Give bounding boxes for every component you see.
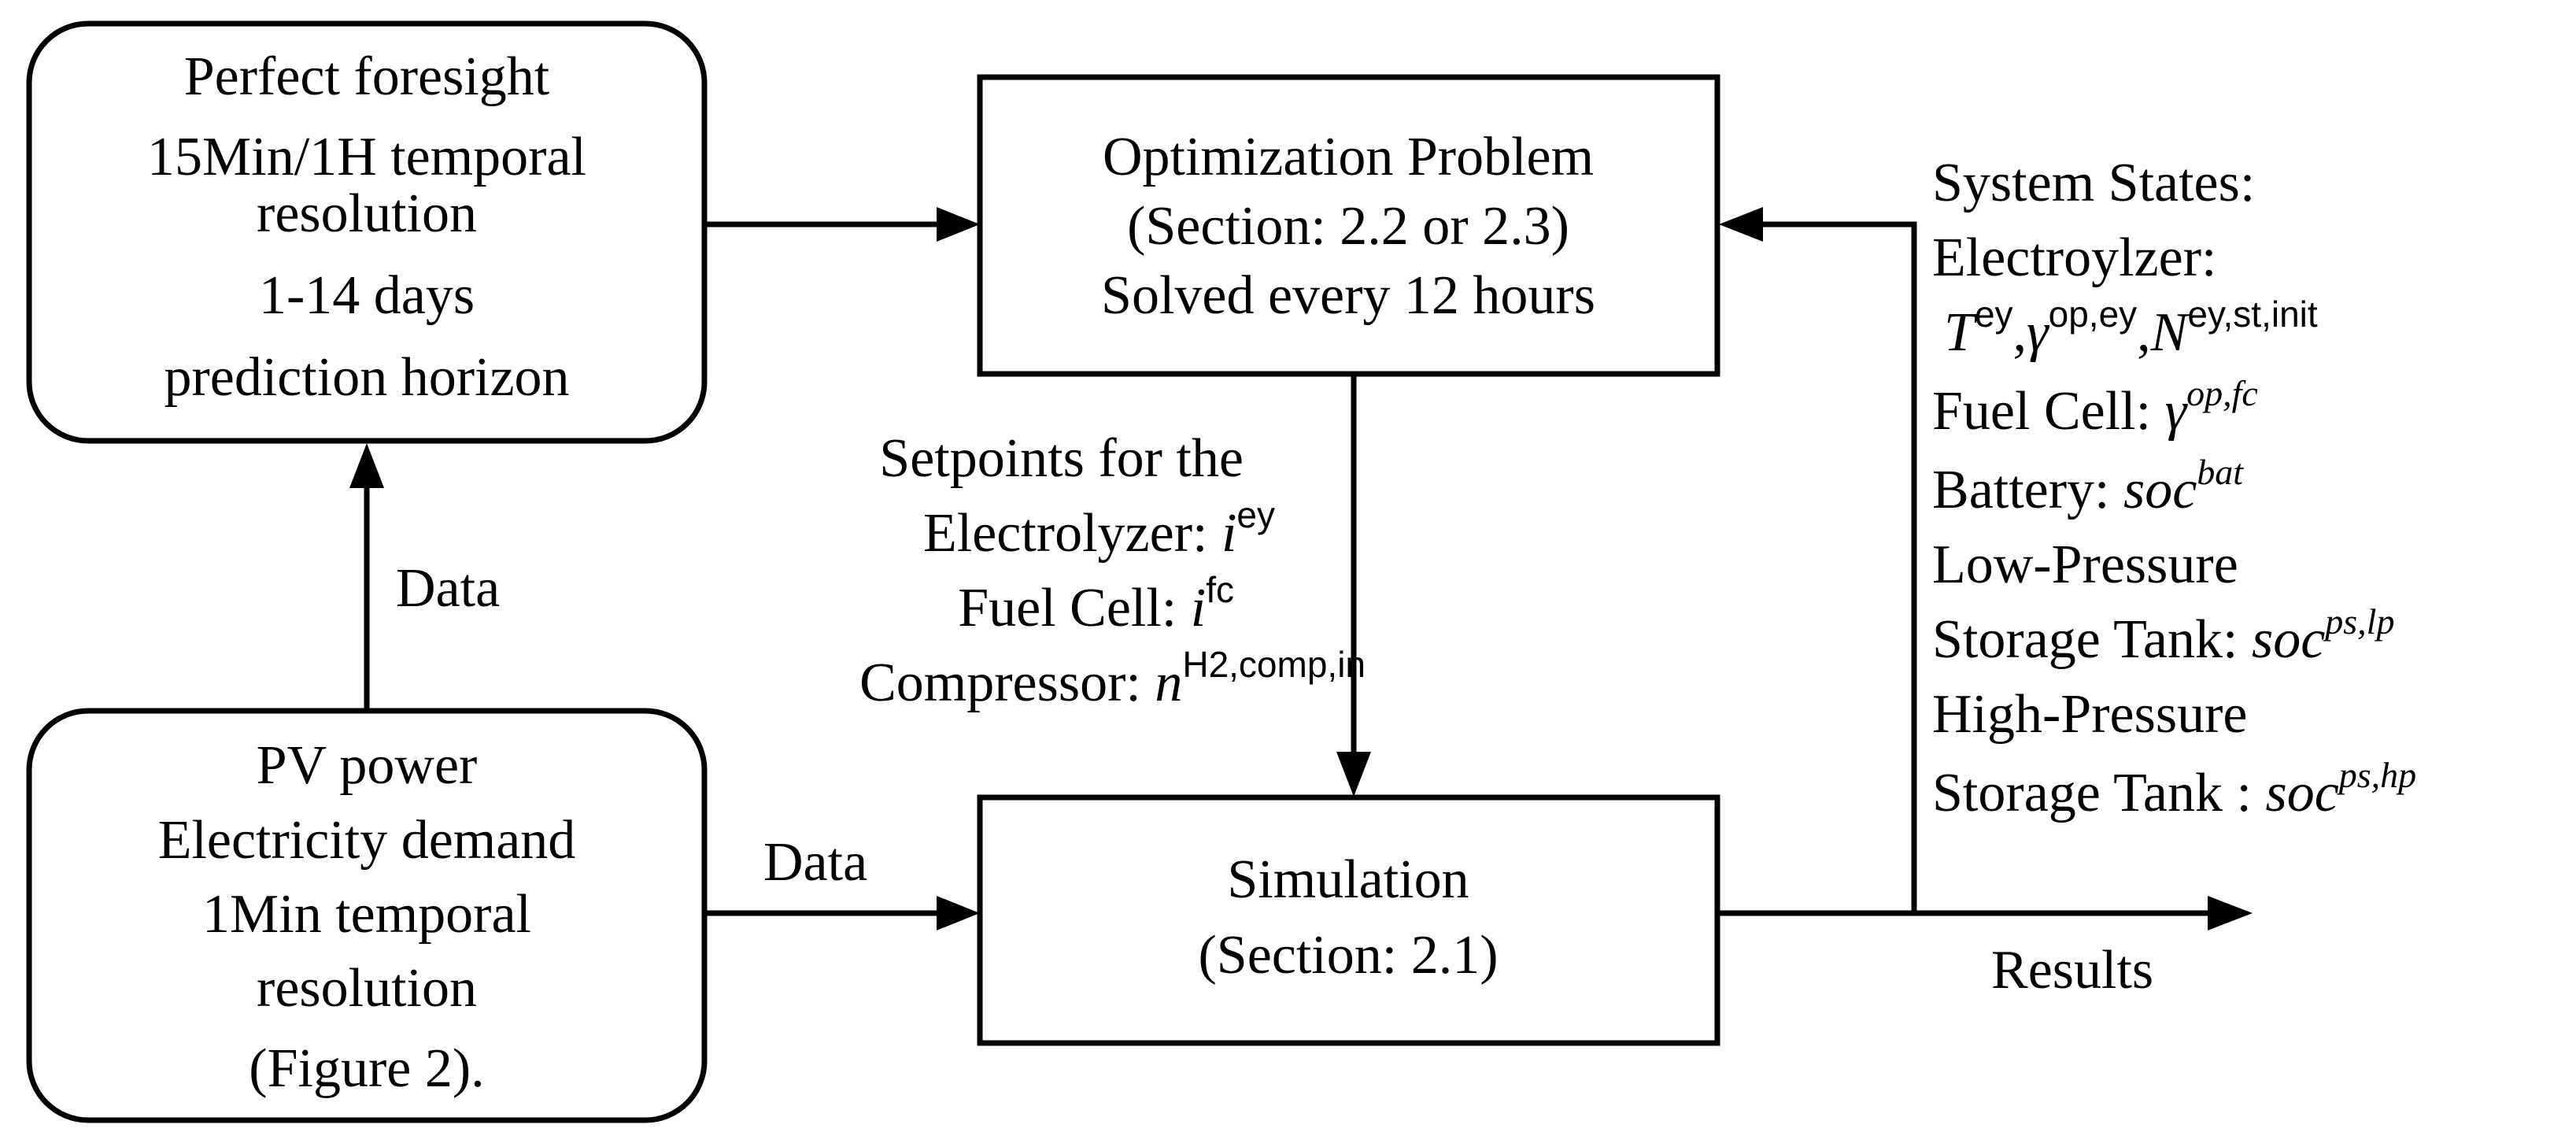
data-label-vertical: Data: [396, 558, 500, 619]
input-data-line: (Figure 2).: [249, 1038, 484, 1099]
ey-temperature-var: T: [1944, 302, 1979, 363]
lp-tank-label-1: Low-Pressure: [1932, 535, 2238, 595]
setpoints-fuelcell: Fuel Cell: ifc: [958, 569, 1234, 638]
hp-tank-label-2: Storage Tank :: [1932, 763, 2265, 823]
fuelcell-current-var: i: [1191, 578, 1206, 638]
electrolyzer-current-var: i: [1221, 503, 1236, 564]
input-data-line: resolution: [257, 958, 477, 1019]
data-label-horizontal: Data: [763, 832, 867, 893]
battery-state: Battery: socbat: [1932, 452, 2244, 520]
arrowhead: [937, 207, 980, 242]
electrolyzer-current-sup: ey: [1236, 494, 1275, 535]
setpoints-title: Setpoints for the: [879, 428, 1244, 489]
setpoints-compressor-label: Compressor:: [859, 653, 1155, 713]
lp-tank-label-2: Storage Tank:: [1932, 609, 2252, 670]
fuelcell-state: Fuel Cell: γop,fc: [1932, 373, 2258, 442]
optimization-line: (Section: 2.2 or 2.3): [1127, 196, 1569, 257]
forecast-line: 1-14 days: [259, 265, 475, 326]
compressor-sup: H2,comp,in: [1182, 644, 1366, 685]
ey-temperature-sup: ey: [1975, 294, 2013, 335]
arrowhead: [1719, 207, 1763, 242]
forecast-line: resolution: [257, 183, 477, 244]
fuelcell-state-label: Fuel Cell:: [1932, 381, 2165, 442]
input-data-line: PV power: [257, 735, 478, 796]
optimization-line: Solved every 12 hours: [1101, 265, 1595, 326]
electrolyzer-states-label: Electroylzer:: [1932, 227, 2216, 288]
hp-soc-sup: ps,hp: [2337, 755, 2416, 795]
system-states-block: System States: Electroylzer: Tey,γop,ey,…: [1932, 153, 2416, 823]
bat-soc-var: soc: [2123, 460, 2197, 520]
simulation-line: (Section: 2.1): [1198, 925, 1498, 986]
arrowhead: [2208, 896, 2253, 930]
lp-soc-sup: ps,lp: [2323, 601, 2394, 642]
fuelcell-current-sup: fc: [1206, 569, 1234, 610]
results-label: Results: [1991, 940, 2153, 1001]
arrowhead: [1336, 752, 1371, 797]
simulation-line: Simulation: [1227, 849, 1469, 910]
battery-state-label: Battery:: [1932, 460, 2123, 520]
setpoints-electrolyzer-label: Electrolyzer:: [923, 503, 1221, 564]
arrowhead: [349, 443, 384, 488]
forecast-box: [26, 20, 708, 444]
compressor-var: n: [1155, 653, 1182, 713]
forecast-line: Perfect foresight: [184, 46, 550, 107]
bat-soc-sup: bat: [2197, 452, 2244, 492]
ey-stack-var: N: [2150, 302, 2190, 363]
setpoints-block: Setpoints for the Electrolyzer: iey Fuel…: [859, 428, 1366, 713]
forecast-line: prediction horizon: [164, 347, 569, 408]
lp-tank-state: Storage Tank: socps,lp: [1932, 601, 2394, 670]
hp-soc-var: soc: [2265, 763, 2338, 823]
ey-stack-sup: ey,st,init: [2187, 294, 2318, 335]
electrolyzer-states-vars: Tey,γop,ey,Ney,st,init: [1944, 294, 2318, 363]
hp-tank-label-1: High-Pressure: [1932, 684, 2247, 745]
ey-op-sup: op,ey: [2049, 294, 2138, 335]
fc-op-var: γ: [2165, 381, 2189, 442]
input-data-line: Electricity demand: [158, 810, 576, 871]
hp-tank-state: Storage Tank : socps,hp: [1932, 755, 2416, 823]
system-states-title: System States:: [1932, 153, 2255, 213]
simulation-box: [977, 794, 1720, 1046]
lp-soc-var: soc: [2252, 609, 2325, 670]
setpoints-fuelcell-label: Fuel Cell:: [958, 578, 1191, 638]
optimization-box: [977, 74, 1720, 377]
setpoints-compressor: Compressor: nH2,comp,in: [859, 644, 1366, 713]
forecast-line: 15Min/1H temporal: [147, 127, 586, 187]
fc-op-sup: op,fc: [2186, 373, 2258, 413]
input-data-line: 1Min temporal: [202, 884, 531, 945]
ey-op-var: γ: [2027, 302, 2050, 363]
feedback-loop-line: [1763, 221, 1917, 913]
setpoints-electrolyzer: Electrolyzer: iey: [923, 494, 1275, 564]
optimization-line: Optimization Problem: [1103, 127, 1594, 187]
arrowhead: [937, 896, 980, 930]
